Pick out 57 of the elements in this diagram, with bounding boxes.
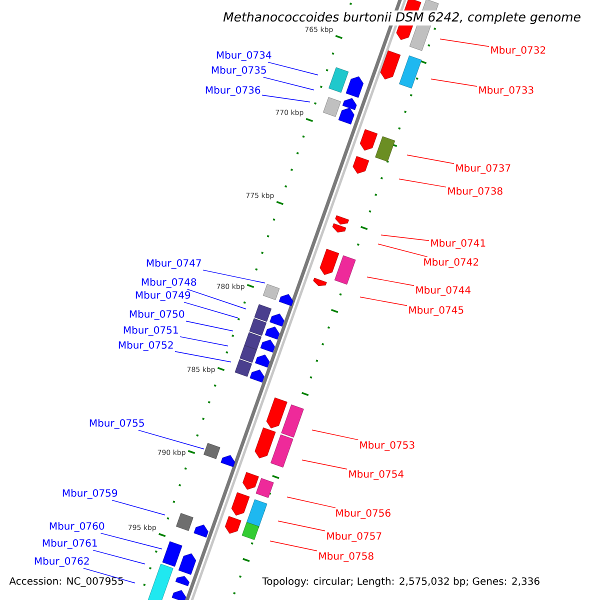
- gene-label: Mbur_0752: [118, 341, 173, 351]
- gene-label: Mbur_0750: [130, 310, 184, 320]
- gene-label: Mbur_0747: [146, 259, 201, 269]
- leader-line: [268, 62, 318, 76]
- gene-label: Mbur_0738: [448, 187, 502, 197]
- leader-line: [138, 430, 204, 450]
- leader-line: [360, 296, 408, 306]
- leader-line: [174, 351, 232, 362]
- gene-label: Mbur_0741: [431, 239, 486, 249]
- gene-label: Mbur_0732: [491, 46, 546, 56]
- leader-line: [366, 276, 414, 286]
- leader-line: [186, 320, 234, 332]
- gene-label: Mbur_0757: [327, 532, 382, 542]
- leader-line: [302, 460, 348, 470]
- gene-label: Mbur_0762: [34, 557, 89, 567]
- leader-line: [186, 288, 246, 310]
- gene-label: Mbur_0756: [336, 509, 390, 519]
- gene-label: Mbur_0737: [456, 164, 510, 174]
- gene-label: Mbur_0744: [416, 286, 471, 296]
- gene-label: Mbur_0734: [216, 51, 272, 61]
- gene-label: Mbur_0745: [409, 306, 464, 316]
- gene-label: Mbur_0755: [90, 419, 144, 429]
- accession-text: Accession: NC_007955: [9, 577, 124, 587]
- leader-line: [278, 520, 326, 532]
- leader-line: [286, 496, 336, 508]
- leader-line: [262, 76, 314, 90]
- leader-line: [262, 94, 310, 102]
- gene-label: Mbur_0758: [319, 552, 374, 562]
- leader-line: [270, 540, 318, 552]
- gene-label: Mbur_0736: [206, 86, 260, 96]
- gene-label: Mbur_0753: [360, 441, 414, 451]
- gene-label: Mbur_0733: [479, 86, 534, 96]
- leader-line: [378, 244, 428, 258]
- leader-line: [100, 532, 162, 550]
- leader-line: [180, 336, 228, 346]
- leader-line: [406, 154, 454, 164]
- gene-label: Mbur_0749: [136, 291, 190, 301]
- topology-text: Topology: circular; Length: 2,575,032 bp; Genes: 2,336: [262, 577, 540, 587]
- leader-line: [312, 430, 358, 440]
- leader-line: [83, 568, 136, 584]
- leader-line: [92, 550, 146, 564]
- gene-label: Mbur_0742: [424, 258, 478, 268]
- title: Methanococcoides burtonii DSM 6242, complete genome: [222, 10, 582, 26]
- leader-line: [398, 178, 446, 188]
- leader-line: [440, 38, 490, 47]
- leader-line: [112, 500, 166, 516]
- leader-line: [380, 234, 430, 241]
- leader-line: [184, 302, 238, 318]
- gene-label: Mbur_0761: [42, 539, 97, 549]
- gene-label: Mbur_0760: [50, 522, 104, 532]
- gene-label: Mbur_0754: [349, 470, 404, 480]
- leader-line: [202, 270, 266, 284]
- leader-line: [430, 78, 478, 87]
- gene-label: Mbur_0735: [212, 66, 266, 76]
- gene-label: Mbur_0748: [142, 278, 196, 288]
- gene-label: Mbur_0759: [62, 489, 118, 499]
- gene-label: Mbur_0751: [124, 326, 178, 336]
